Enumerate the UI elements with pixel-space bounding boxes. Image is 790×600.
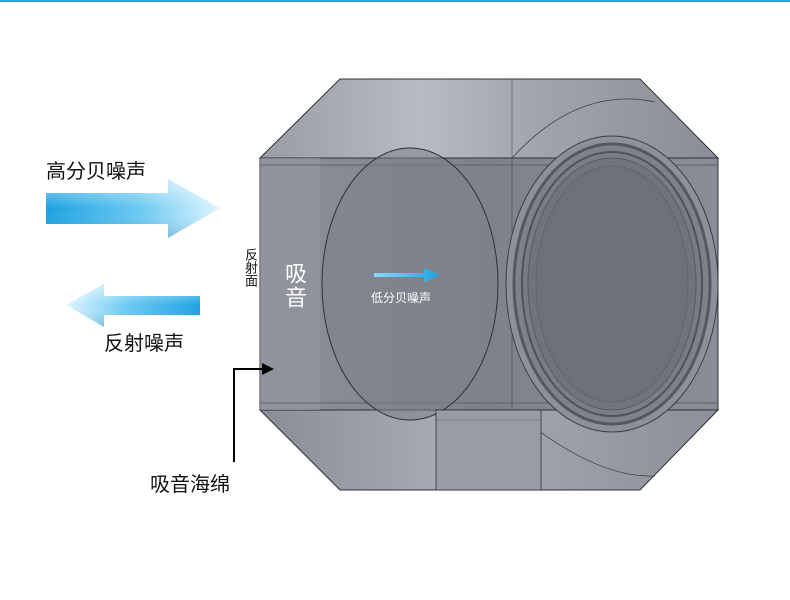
low-noise-arrow xyxy=(374,268,440,282)
sponge-block xyxy=(258,78,720,491)
low-noise-label: 低分贝噪声 xyxy=(371,291,432,305)
absorb-label: 吸音 xyxy=(281,262,306,310)
reflected-noise-arrow xyxy=(66,284,200,327)
top-rule xyxy=(0,0,790,2)
reflected-noise-label: 反射噪声 xyxy=(104,331,184,355)
cup-opening xyxy=(505,135,719,433)
sponge-pointer xyxy=(233,363,274,462)
arrow-right-icon xyxy=(374,268,440,282)
high-noise-arrow xyxy=(46,179,220,238)
reflect-surface-label: 反射面 xyxy=(242,248,257,287)
high-noise-label: 高分贝噪声 xyxy=(46,159,146,183)
bottom-cylinder xyxy=(435,409,542,491)
sponge-label: 吸音海绵 xyxy=(150,472,230,496)
pointer-arrow-icon xyxy=(233,368,264,462)
inner-chamber xyxy=(321,147,499,421)
